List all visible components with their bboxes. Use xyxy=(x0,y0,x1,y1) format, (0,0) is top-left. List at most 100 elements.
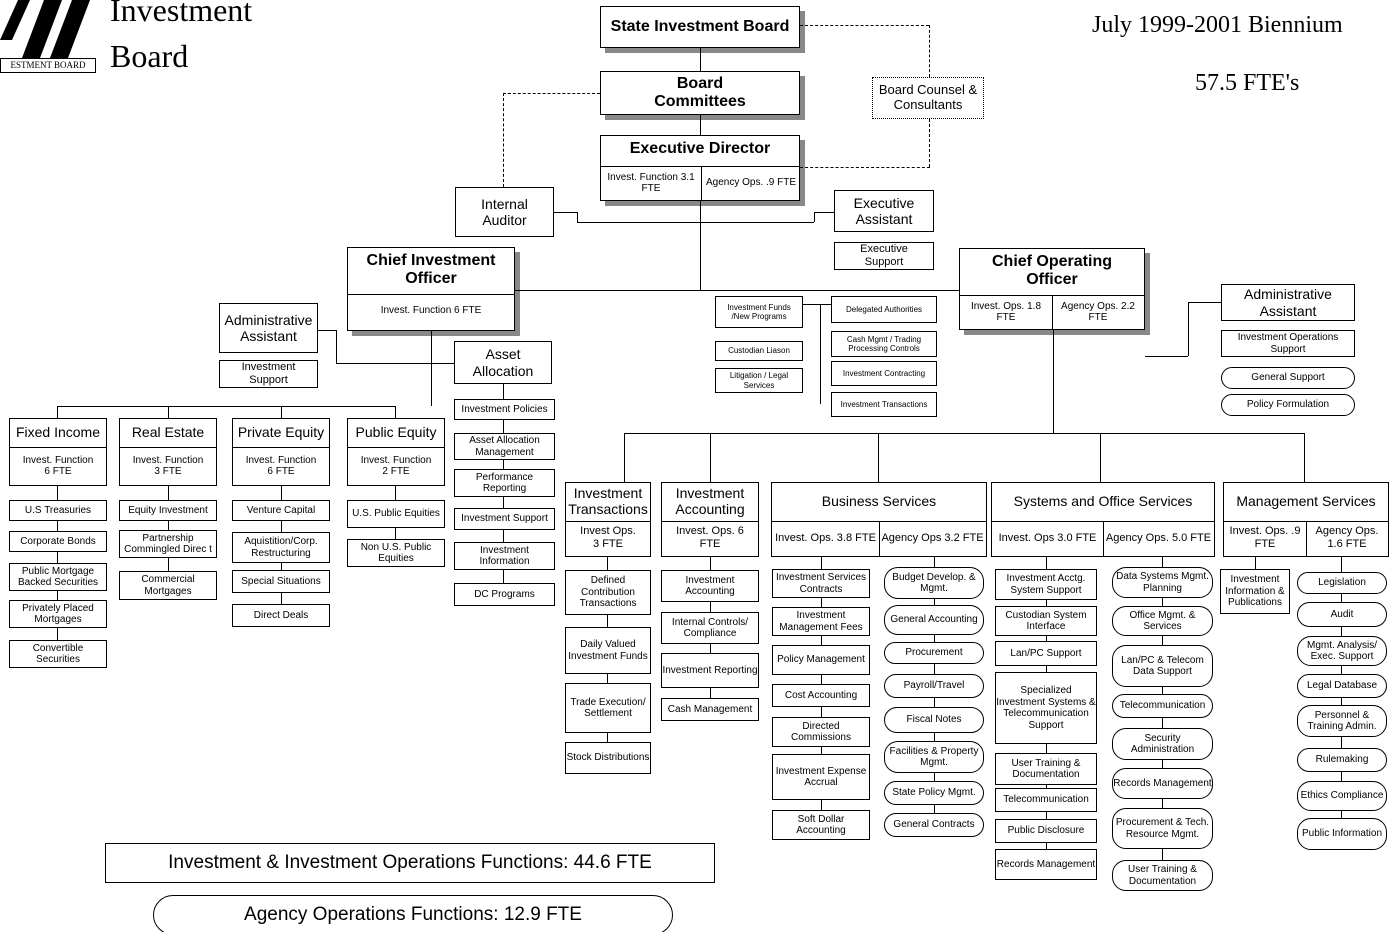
asset-allocation-item: Investment Policies xyxy=(454,399,555,420)
invest-unit-item: Direct Deals xyxy=(232,604,330,627)
delegation-item: Investment Funds /New Programs xyxy=(715,296,803,328)
invest-unit-item: Partnership Commingled Direc t xyxy=(119,530,217,558)
ops-unit-item: Office Mgmt. & Services xyxy=(1112,606,1213,636)
ops-unit-item: Investment Acctg. System Support xyxy=(995,569,1097,600)
invest-unit-item: Convertible Securities xyxy=(9,640,107,668)
ops-unit-item: Policy Management xyxy=(772,645,870,675)
coo-title: Chief Operating Officer xyxy=(991,252,1112,288)
ops-unit-item: Personnel & Training Admin. xyxy=(1297,705,1387,737)
logo: ESTMENT BOARD xyxy=(0,0,96,73)
ops-unit-item: General Contracts xyxy=(884,813,984,837)
ops-unit-item: Legal Database xyxy=(1297,674,1387,698)
ops-unit-item: Investment Reporting xyxy=(661,653,759,688)
ops-unit-item: Records Management xyxy=(1112,768,1213,799)
ops-unit-item: Trade Execution/ Settlement xyxy=(565,683,651,733)
logo-caption: ESTMENT BOARD xyxy=(0,58,96,73)
total-fte-label: 57.5 FTE's xyxy=(1195,70,1300,96)
invest-unit-item: Privately Placed Mortgages xyxy=(9,600,107,628)
coo-invest-fte: Invest. Ops. 1.8 FTE xyxy=(970,300,1042,324)
ops-unit-item: Investment Information & Publications xyxy=(1220,569,1290,614)
executive-assistant-box: Executive Assistant xyxy=(834,190,934,232)
ops-unit-item: Lan/PC & Telecom Data Support xyxy=(1112,645,1213,687)
coo-admin-assistant-box: Administrative Assistant xyxy=(1221,284,1355,321)
ops-unit-item: Defined Contribution Transactions xyxy=(565,570,651,615)
cio-admin-assistant-box: Administrative Assistant xyxy=(219,303,318,353)
ops-unit-item: Investment Expense Accrual xyxy=(772,754,870,800)
ops-unit-title: Systems and Office Services xyxy=(1013,492,1193,509)
ops-unit-item: Security Administration xyxy=(1112,728,1213,760)
invest-unit-item: U.S. Public Equities xyxy=(347,500,445,528)
investment-functions-total-box: Investment & Investment Operations Funct… xyxy=(105,843,715,883)
ops-unit-item: Procurement & Tech. Resource Mgmt. xyxy=(1112,808,1213,849)
delegation-item: Delegated Authorities xyxy=(831,296,937,323)
executive-director-invest-fte: Invest. Function 3.1 FTE xyxy=(607,171,695,195)
invest-unit-item: Commercial Mortgages xyxy=(119,571,217,600)
ops-unit-item: Fiscal Notes xyxy=(884,707,984,733)
ops-unit-fte: Invest Ops. 3 FTE xyxy=(580,525,636,550)
coo-policy-formulation-box: Policy Formulation xyxy=(1221,394,1355,416)
ops-unit-item: Specialized Investment Systems & Telecom… xyxy=(995,672,1097,744)
ops-unit-item: Telecommunication xyxy=(995,788,1097,812)
ops-unit-item: Payroll/Travel xyxy=(884,674,984,698)
invest-unit-fte: Invest. Function 6 FTE xyxy=(245,454,317,478)
ops-unit-invest-fte: Invest. Ops. 3.8 FTE xyxy=(775,531,876,544)
ops-unit-item: Internal Controls/ Compliance xyxy=(661,612,759,644)
ops-unit-title: Investment Accounting xyxy=(675,484,745,517)
executive-support-box: Executive Support xyxy=(834,242,934,270)
delegation-item: Litigation / Legal Services xyxy=(715,368,803,393)
invest-unit-item: Non U.S. Public Equities xyxy=(347,539,445,567)
coo-general-support-box: General Support xyxy=(1221,367,1355,389)
logo-mark-icon xyxy=(0,0,96,60)
ops-unit-item: Cash Management xyxy=(661,698,759,721)
executive-director-title: Executive Director xyxy=(629,139,771,157)
ops-unit-item: General Accounting xyxy=(884,605,984,635)
ops-unit-item: Legislation xyxy=(1297,572,1387,594)
ops-unit-item: Mgmt. Analysis/ Exec. Support xyxy=(1297,636,1387,666)
org-title-line2: Board xyxy=(110,38,189,74)
invest-unit-fte: Invest. Function 2 FTE xyxy=(360,454,432,478)
ops-unit-fte: Invest. Ops. 6 FTE xyxy=(676,525,744,550)
asset-allocation-box: Asset Allocation xyxy=(454,341,552,384)
ops-unit-item: Budget Develop. & Mgmt. xyxy=(884,567,984,599)
invest-unit-title: Private Equity xyxy=(237,423,325,440)
ops-unit-item: Rulemaking xyxy=(1297,748,1387,772)
cio-title: Chief Investment Officer xyxy=(366,251,496,287)
ops-unit-agency-fte: Agency Ops 3.2 FTE xyxy=(881,531,984,544)
ops-unit-item: Public Disclosure xyxy=(995,819,1097,843)
ops-unit-item: Records Management xyxy=(995,849,1097,880)
coo-ops-fte: Agency Ops. 2.2 FTE xyxy=(1061,300,1135,324)
delegation-item: Investment Transactions xyxy=(831,392,937,417)
ops-unit-item: Investment Management Fees xyxy=(772,607,870,636)
invest-unit-item: Public Mortgage Backed Securities xyxy=(9,563,107,591)
invest-unit-item: Venture Capital xyxy=(232,500,330,521)
asset-allocation-item: DC Programs xyxy=(454,583,555,606)
ops-unit-item: Stock Distributions xyxy=(565,742,651,774)
ops-unit-item: Investment Accounting xyxy=(661,570,759,602)
ops-unit-item: Custodian System Interface xyxy=(995,606,1097,636)
invest-unit-title: Public Equity xyxy=(355,423,437,440)
ops-unit-item: Cost Accounting xyxy=(772,684,870,707)
ops-unit-title: Business Services xyxy=(821,492,937,509)
ops-unit-item: User Training & Documentation xyxy=(995,753,1097,785)
ops-unit-agency-fte: Agency Ops. 5.0 FTE xyxy=(1105,531,1212,544)
ops-unit-item: Daily Valued Investment Funds xyxy=(565,627,651,674)
invest-unit-fte: Invest. Function 3 FTE xyxy=(132,454,204,478)
ops-unit-item: Directed Commissions xyxy=(772,717,870,747)
invest-unit-item: Special Situations xyxy=(232,570,330,593)
invest-unit-title: Fixed Income xyxy=(15,423,101,440)
ops-unit-title: Investment Transactions xyxy=(568,484,648,517)
chief-investment-officer-box: Chief Investment Officer Invest. Functio… xyxy=(347,247,515,331)
period-label: July 1999-2001 Biennium xyxy=(1092,12,1343,38)
board-committees-box: Board Committees xyxy=(600,71,800,115)
ops-unit-item: Lan/PC Support xyxy=(995,641,1097,666)
delegation-item: Cash Mgmt / Trading Processing Controls xyxy=(831,331,937,357)
org-title-line1: Investment xyxy=(110,0,253,28)
executive-director-box: Executive Director Invest. Function 3.1 … xyxy=(600,135,800,201)
ops-unit-item: Public Information xyxy=(1297,818,1387,850)
invest-unit-item: Equity Investment xyxy=(119,500,217,521)
